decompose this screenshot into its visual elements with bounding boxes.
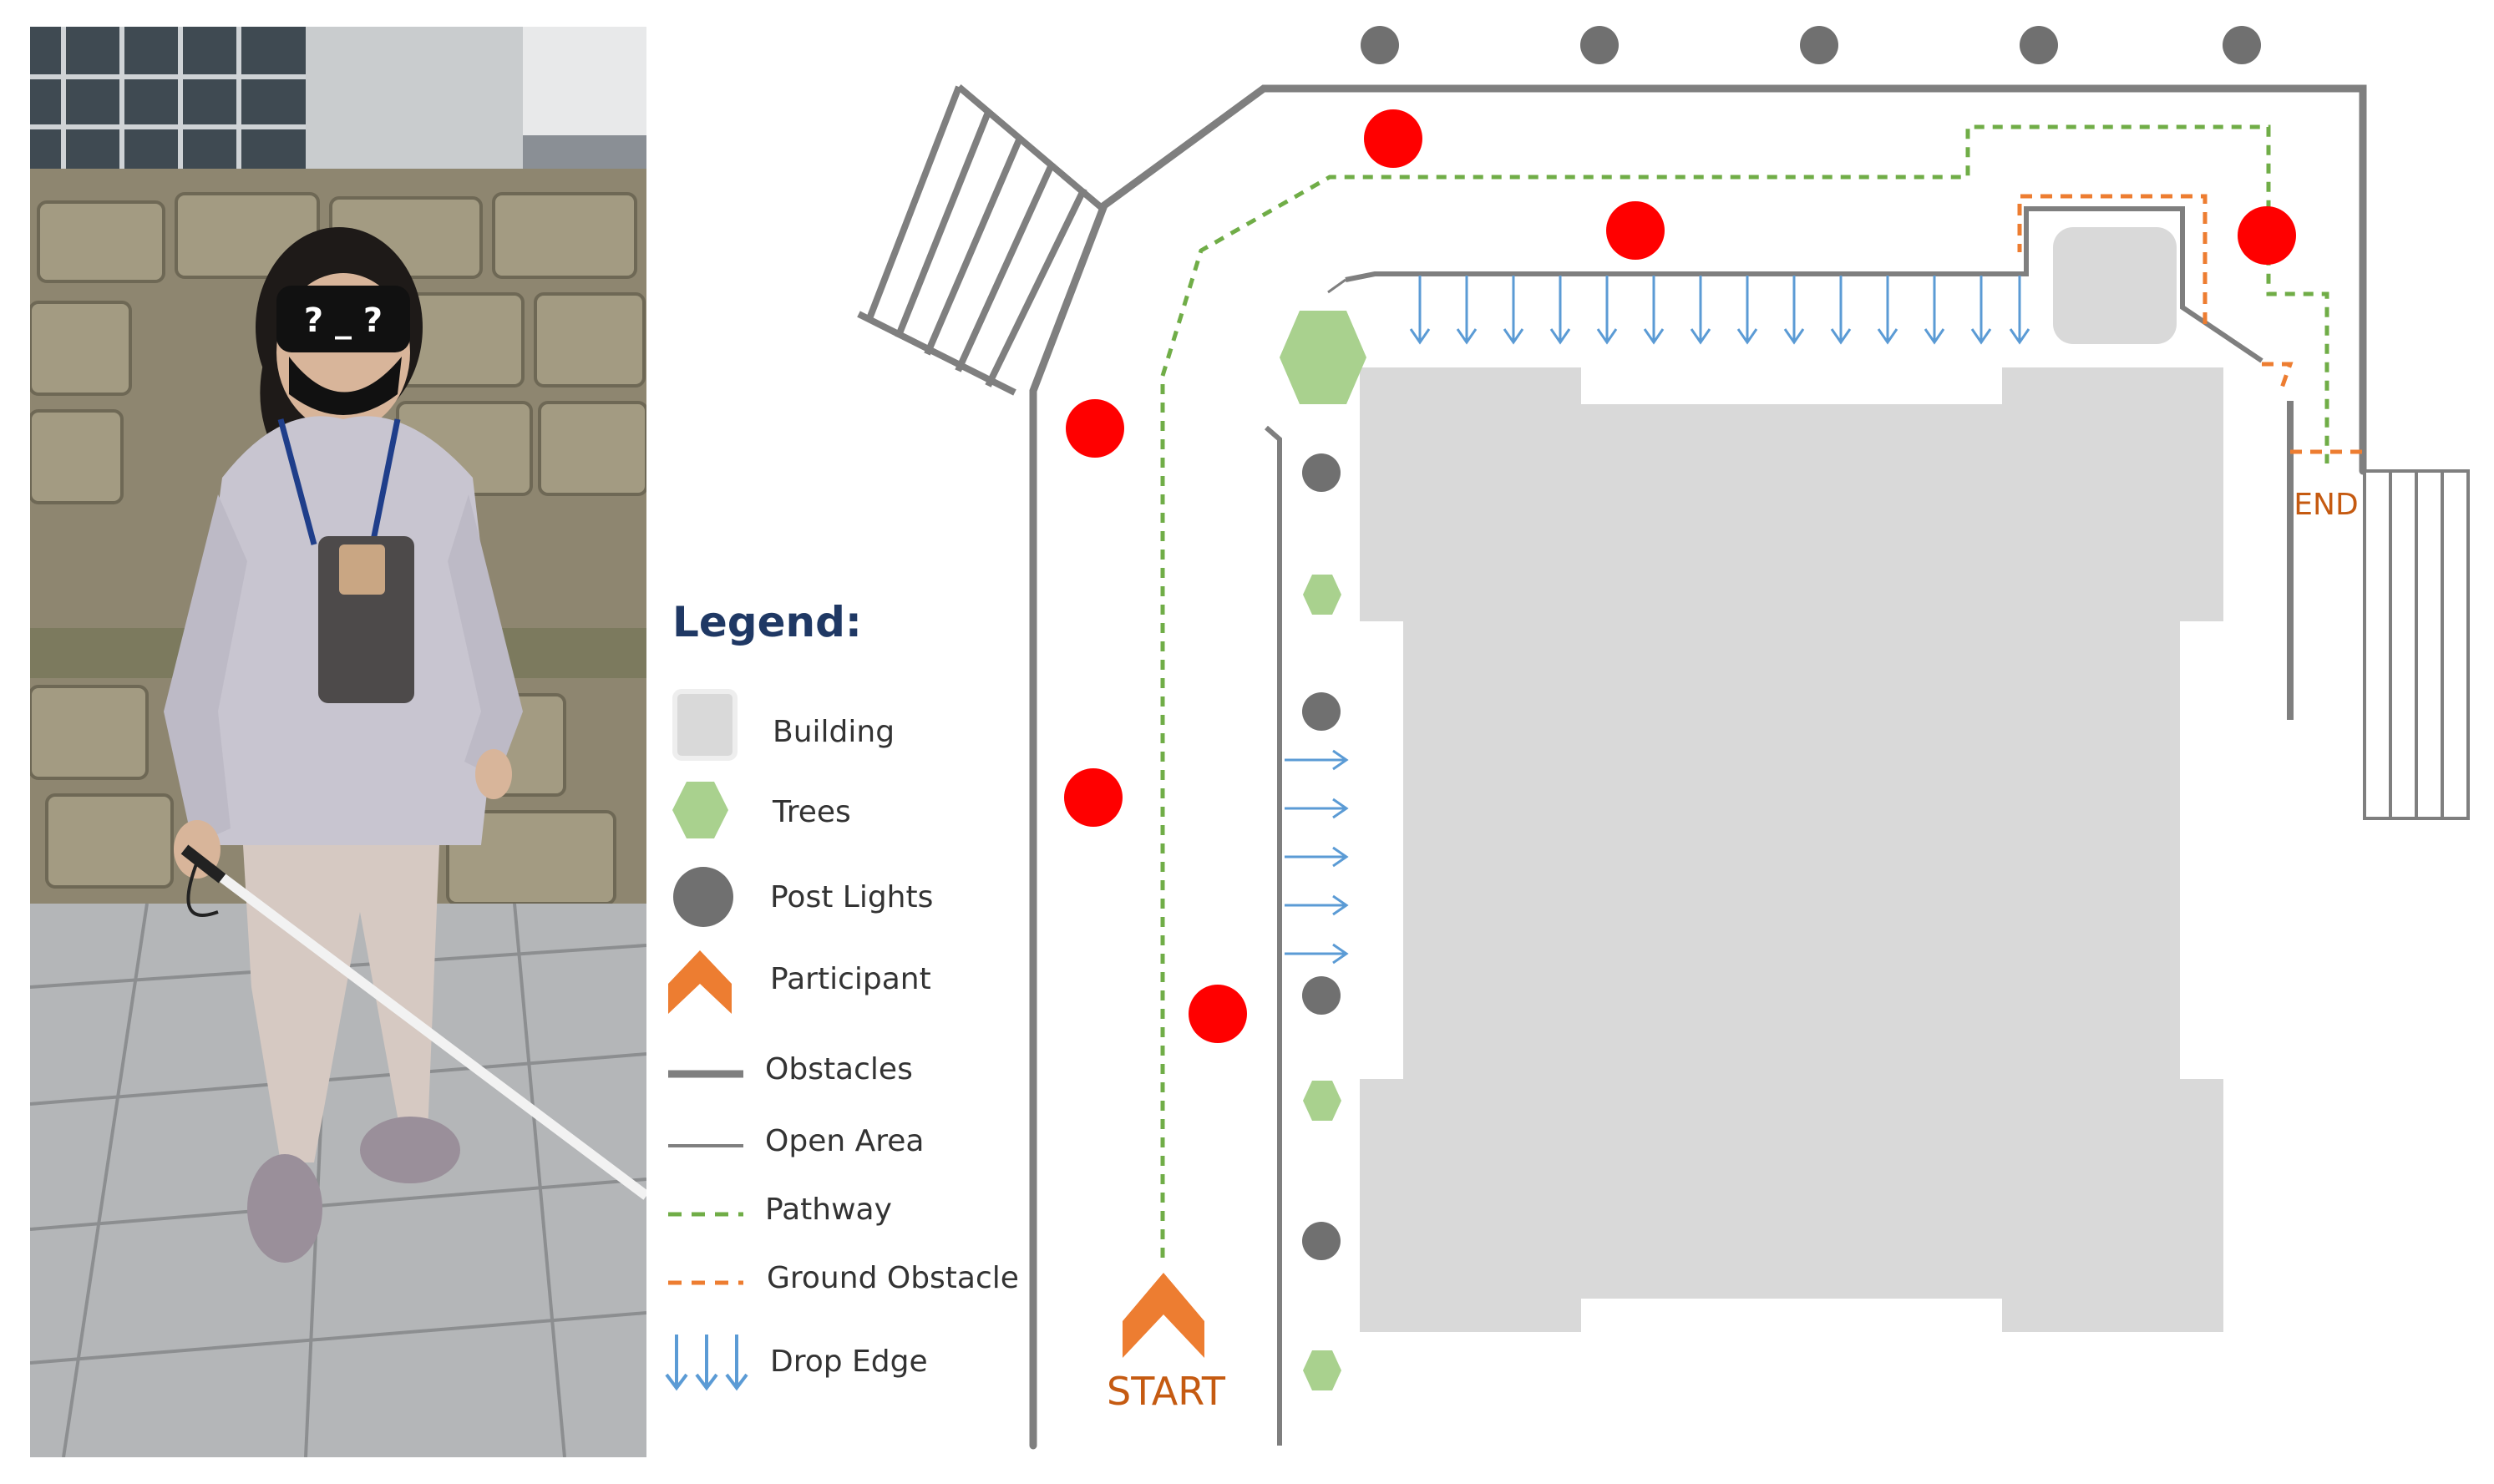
red-markers [1064,109,2296,1043]
post-lights [1302,26,2261,1260]
pathway [1160,124,2329,1258]
legend-building-swatch [672,689,738,761]
post-light [1302,692,1341,731]
post-light [1580,26,1619,64]
red-marker [1064,768,1123,827]
legend-building-label: Building [773,715,895,749]
tree [1303,575,1341,615]
red-marker [2238,206,2296,265]
legend-title: Legend: [672,598,862,646]
right-crosswalk [2363,469,2470,820]
main-building [1360,367,2223,1332]
legend-pathway-label: Pathway [765,1193,892,1227]
participant-photo: ? _ ? [30,27,646,1457]
red-marker [1066,399,1124,458]
inner-boundary-thin [1327,278,1346,294]
end-label: END [2294,488,2358,522]
tree [1303,1081,1341,1121]
legend-tree-icon [672,782,728,838]
photo-illustration: ? _ ? [30,27,646,1457]
legend-ground-obstacle-label: Ground Obstacle [767,1261,1019,1295]
outer-boundary [1029,84,2367,1450]
red-marker [1364,109,1422,168]
post-light [2020,26,2058,64]
inner-boundary [1265,206,2263,1446]
legend-open-area-label: Open Area [765,1124,924,1158]
post-light [1302,976,1341,1015]
legend-post-lights-label: Post Lights [770,880,933,914]
map: START END [857,26,2470,1450]
blindfold-text: ? _ ? [304,301,383,340]
post-light [1302,453,1341,492]
red-marker [1189,985,1247,1043]
legend-participant-label: Participant [770,962,931,996]
start-label: START [1107,1369,1226,1414]
ground-obstacles [2017,194,2363,454]
left-crosswalk [857,84,1103,396]
legend: Legend: Building Trees Post Lights Parti… [665,598,1019,1391]
tree [1303,1350,1341,1390]
red-marker [1606,201,1665,260]
legend-drop-edge-icon [665,1335,748,1391]
post-light [1302,1222,1341,1260]
participant-start-icon [1123,1273,1204,1358]
legend-post-light-icon [673,867,733,927]
small-building [2053,227,2177,344]
post-light [1361,26,1399,64]
legend-participant-icon [668,950,732,1014]
legend-drop-edge-label: Drop Edge [770,1345,928,1379]
post-light [2223,26,2261,64]
drop-edge-left [1285,749,1349,965]
legend-trees-label: Trees [772,795,851,829]
drop-edge-top [1409,276,2030,345]
post-light [1800,26,1838,64]
legend-obstacles-label: Obstacles [765,1052,913,1086]
tree [1280,311,1366,404]
